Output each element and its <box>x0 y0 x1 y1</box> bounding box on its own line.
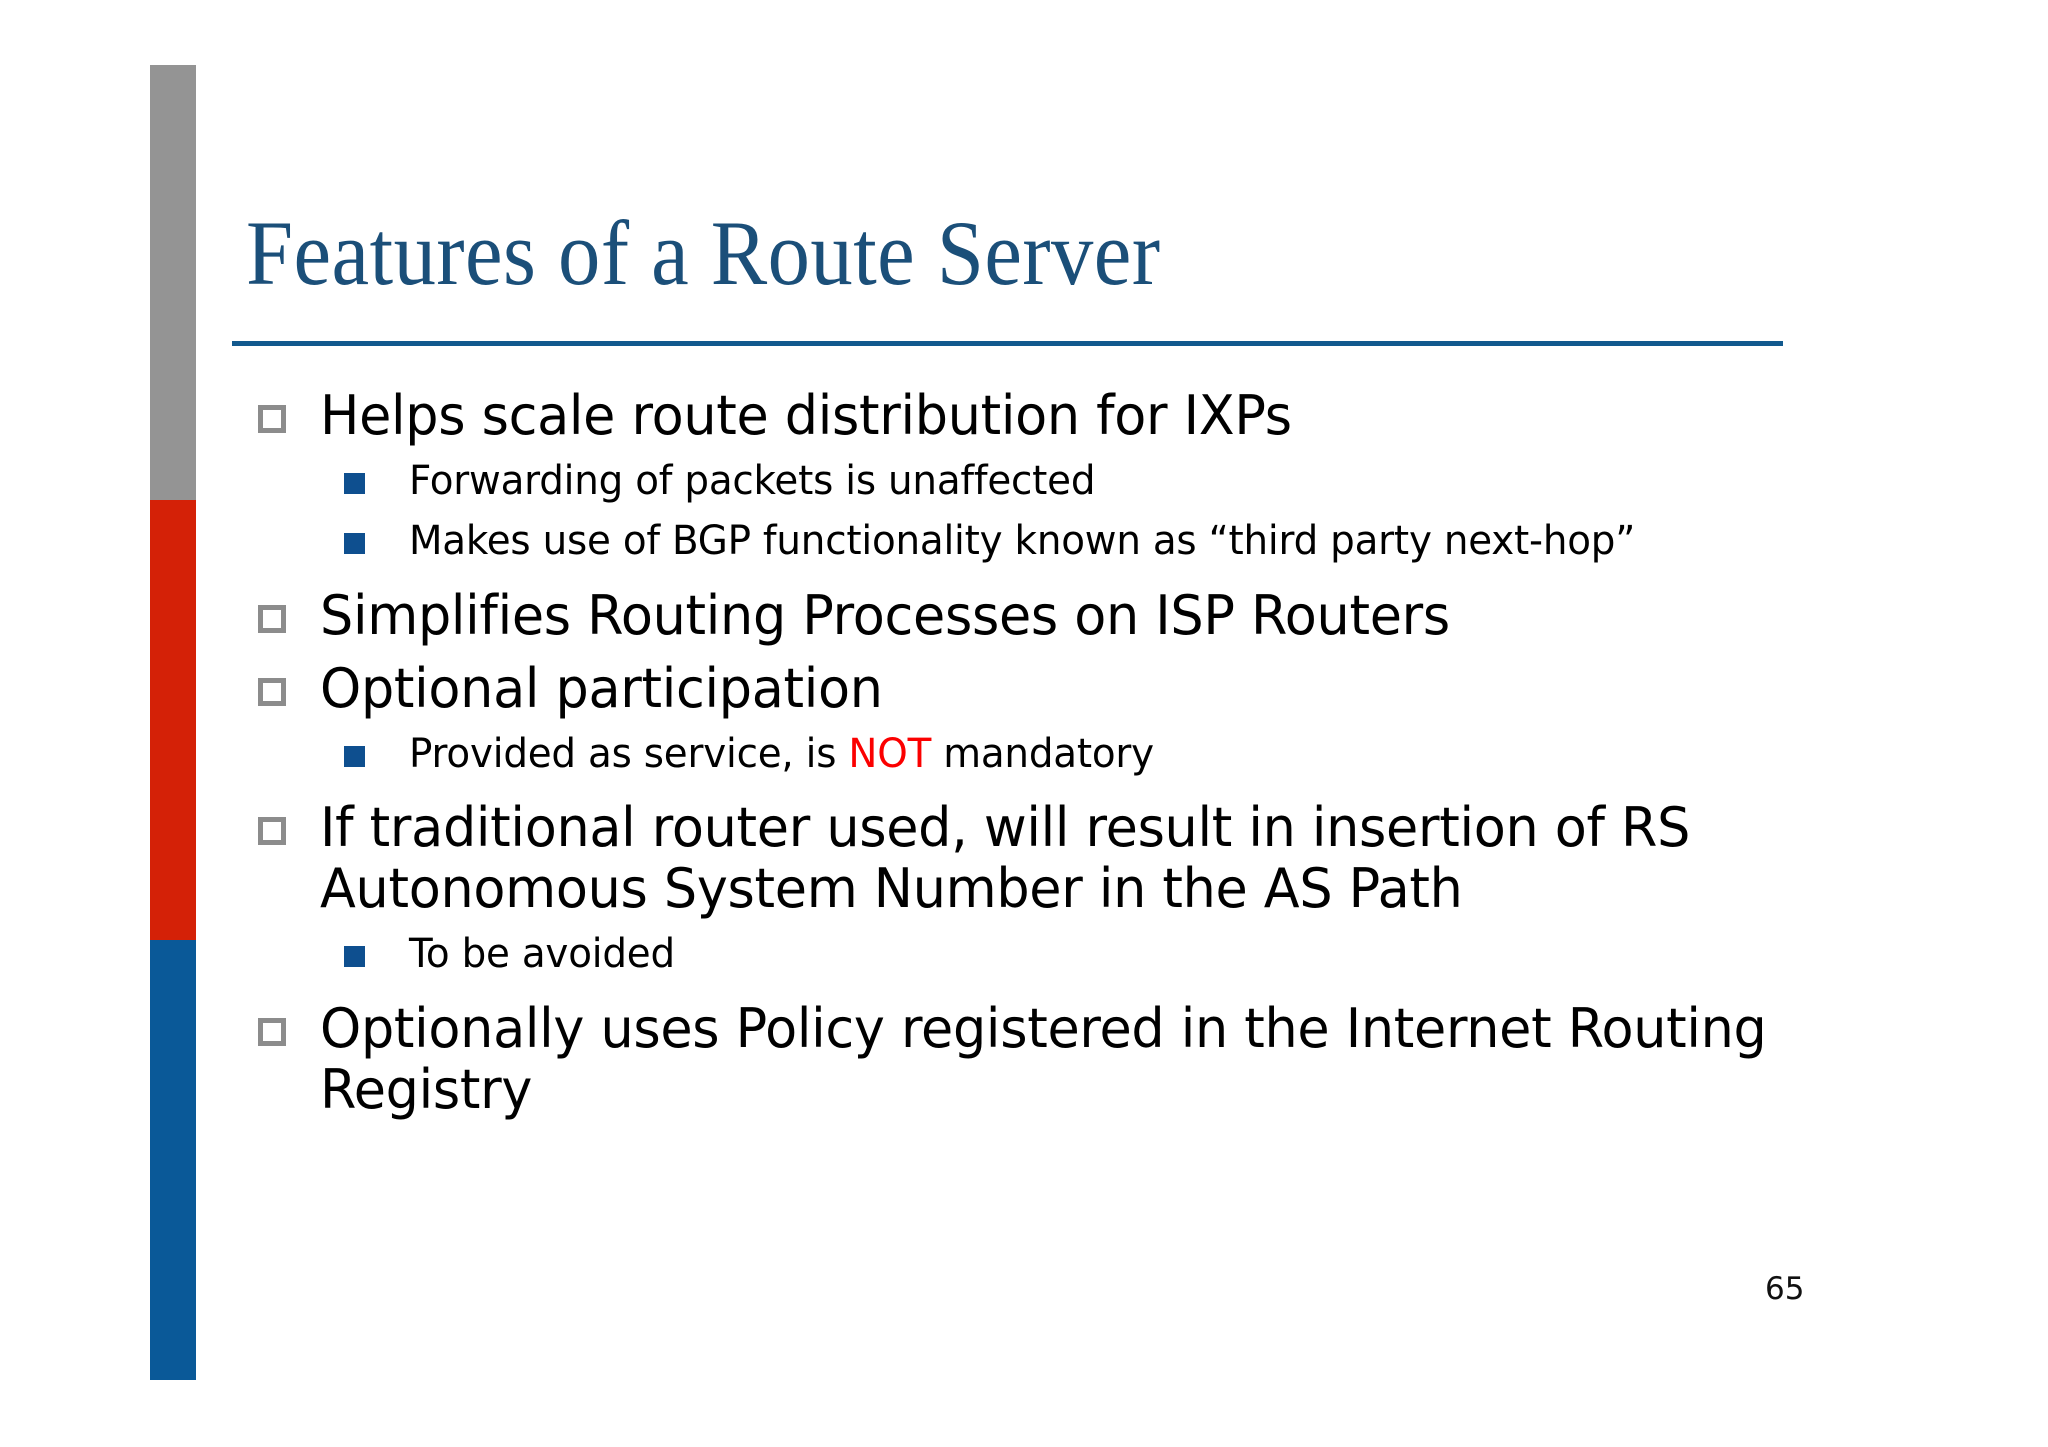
bullet-text-after: mandatory <box>931 730 1154 777</box>
title-underline-rule <box>232 341 1783 346</box>
spacer <box>252 569 1812 585</box>
bullet-level2: Forwarding of packets is unaffected <box>252 458 1812 504</box>
spacer <box>252 448 1812 458</box>
bullet-text-before: Provided as service, is <box>409 730 849 777</box>
filled-square-bullet-icon <box>344 745 365 767</box>
bullet-text: Optionally uses Policy registered in the… <box>320 996 1767 1121</box>
hollow-square-bullet-icon <box>258 817 286 846</box>
bullet-text: Optional participation <box>320 656 883 720</box>
spacer <box>252 508 1812 518</box>
hollow-square-bullet-icon <box>258 604 286 633</box>
accent-segment-blue <box>150 940 196 1380</box>
accent-segment-gray <box>150 65 196 500</box>
spacer <box>252 921 1812 931</box>
bullet-level2: To be avoided <box>252 931 1812 977</box>
bullet-text: Helps scale route distribution for IXPs <box>320 384 1292 447</box>
bullet-text: Makes use of BGP functionality known as … <box>409 518 1636 565</box>
page-number: 65 <box>1765 1271 1805 1307</box>
bullet-level1: If traditional router used, will result … <box>252 797 1812 919</box>
bullet-level1: Helps scale route distribution for IXPs <box>252 385 1812 446</box>
bullet-text: If traditional router used, will result … <box>320 796 1691 921</box>
bullet-level2: Makes use of BGP functionality known as … <box>252 518 1812 564</box>
bullet-list: Helps scale route distribution for IXPs … <box>252 385 1812 1122</box>
spacer <box>252 721 1812 731</box>
filled-square-bullet-icon <box>344 946 365 968</box>
filled-square-bullet-icon <box>344 533 365 555</box>
hollow-square-bullet-icon <box>258 1017 286 1046</box>
bullet-level2: Provided as service, is NOT mandatory <box>252 731 1812 777</box>
bullet-text: Provided as service, is NOT mandatory <box>409 731 1770 777</box>
spacer <box>252 781 1812 797</box>
filled-square-bullet-icon <box>344 473 365 495</box>
accent-segment-red <box>150 500 196 940</box>
bullet-text-highlight: NOT <box>848 730 932 777</box>
spacer <box>252 982 1812 998</box>
bullet-text: Forwarding of packets is unaffected <box>409 458 1096 505</box>
left-accent-bar <box>150 65 196 1380</box>
slide-title: Features of a Route Server <box>246 202 1161 304</box>
bullet-text: Simplifies Routing Processes on ISP Rout… <box>320 583 1450 647</box>
bullet-level1: Optionally uses Policy registered in the… <box>252 998 1812 1120</box>
hollow-square-bullet-icon <box>258 677 286 706</box>
bullet-text: To be avoided <box>409 931 675 978</box>
hollow-square-bullet-icon <box>258 405 286 433</box>
bullet-level1: Optional participation <box>252 658 1812 719</box>
bullet-level1: Simplifies Routing Processes on ISP Rout… <box>252 585 1812 646</box>
